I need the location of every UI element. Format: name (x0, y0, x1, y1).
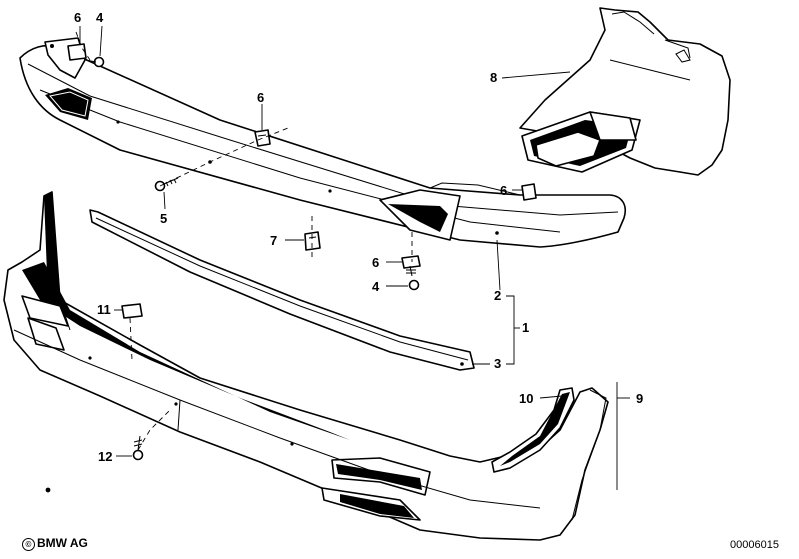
callout-11: 11 (97, 302, 111, 317)
bar-clip-center (254, 129, 271, 147)
lower-bumper (3, 191, 609, 541)
end-piece-10 (491, 387, 575, 473)
callout-5: 5 (160, 211, 167, 226)
air-duct (519, 7, 731, 176)
copyright-text: BMW AG (37, 536, 88, 550)
callout-7: 7 (270, 233, 277, 248)
callout-4-top: 4 (96, 10, 104, 25)
copyright-notice: ©BMW AG (22, 536, 88, 551)
callout-4-mid: 4 (372, 279, 380, 294)
mid-clip-and-nut (401, 255, 421, 291)
callout-12: 12 (98, 449, 112, 464)
callout-6-topleft: 6 (74, 10, 81, 25)
callout-10: 10 (519, 391, 533, 406)
guide-lines (75, 31, 413, 451)
callout-numbers: 6 4 6 8 6 5 7 6 4 2 1 3 11 10 9 12 (74, 10, 643, 464)
callout-6-mid: 6 (372, 255, 379, 270)
leader-lines (79, 25, 630, 490)
moulding-strip (89, 209, 475, 371)
image-reference-number: 00006015 (730, 539, 779, 551)
upper-bumper-bar (19, 44, 626, 248)
callout-2: 2 (494, 288, 501, 303)
screw-5 (154, 177, 179, 192)
screw-12 (132, 435, 144, 461)
nut-plate-11 (121, 303, 143, 319)
clip-7 (304, 231, 321, 251)
top-left-bracket (44, 37, 105, 79)
callout-6-center: 6 (257, 90, 264, 105)
callout-1: 1 (522, 320, 529, 335)
callout-9: 9 (636, 391, 643, 406)
end-piece-9 (571, 389, 607, 521)
copyright-icon: © (22, 538, 35, 551)
duct-clip (521, 183, 537, 201)
callout-6-right: 6 (500, 183, 507, 198)
callout-8: 8 (490, 70, 497, 85)
callout-3: 3 (494, 356, 501, 371)
